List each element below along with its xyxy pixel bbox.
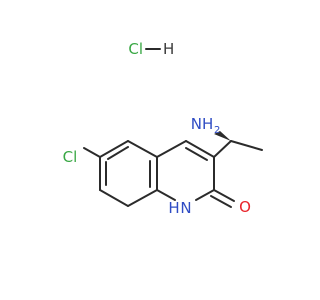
pyridinone-ring — [156, 140, 215, 201]
c6-cl-bond — [83, 147, 101, 158]
bond-c9-c10 — [127, 140, 158, 158]
c-o-bond-1 — [213, 189, 235, 202]
amine-subscript: 2 — [214, 125, 220, 136]
ring-nh-nitrogen-label: N — [180, 199, 191, 217]
benzene-ring — [99, 140, 158, 207]
bond-n1-c8a — [156, 189, 176, 201]
ring-nh-group: H N — [168, 199, 191, 217]
aminoethyl-side-chain: NH 2 — [191, 115, 263, 158]
bond-c10-c5 — [99, 140, 129, 158]
chloro-label: Cl — [63, 148, 78, 166]
bond-c6-c7 — [99, 189, 129, 207]
c3-chiral-bond — [213, 140, 232, 158]
molecule-diagram: Cl H O H N Cl — [63, 40, 263, 217]
benzene-double-bond-top — [107, 146, 129, 160]
c-o-bond-2 — [210, 195, 232, 208]
chiral-methyl-bond — [230, 140, 263, 151]
bond-c2-n1 — [195, 189, 215, 201]
salt-hydrogen-label: H — [163, 40, 174, 58]
amine-label: NH — [191, 115, 214, 133]
salt-chlorine-label: Cl — [128, 40, 143, 58]
stereo-wedge-bond — [214, 131, 231, 141]
carbonyl-group: O — [210, 189, 251, 216]
bond-c4-c3 — [185, 140, 215, 158]
hcl-salt: Cl H — [128, 40, 174, 58]
bond-c7-c8 — [127, 189, 158, 207]
chloro-substituent: Cl — [63, 147, 101, 166]
ring-nh-hydrogen-label: H — [168, 199, 179, 217]
bond-c4a-c4 — [156, 140, 187, 158]
c3-c4-double-bond — [185, 147, 208, 161]
carbonyl-oxygen-label: O — [239, 198, 251, 216]
